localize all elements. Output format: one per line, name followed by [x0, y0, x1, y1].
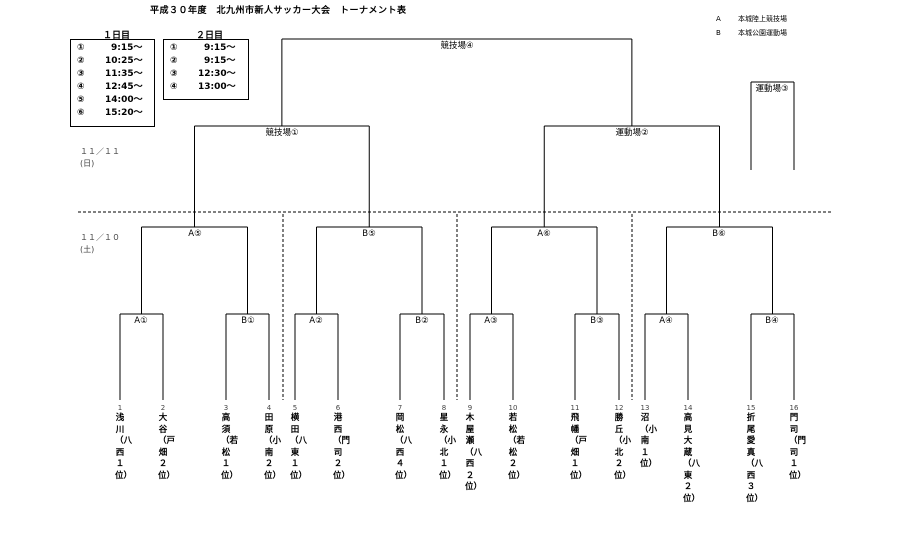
team-seed: 9	[467, 404, 473, 412]
team-name: 高須（若松１位）	[221, 413, 239, 481]
team-seed: 4	[266, 404, 272, 412]
slot-time: 9:15～	[204, 43, 236, 53]
weekday-text: (土)	[80, 245, 95, 254]
schedule-row: ① 9:15～	[170, 42, 248, 55]
schedule-row: ③ 12:30～	[170, 68, 248, 81]
slot-number: ③	[77, 69, 85, 79]
team-name: 勝丘（小北２位）	[614, 413, 632, 481]
team-name: 折尾愛真（八西３位）	[746, 413, 764, 504]
team-name: 横田（八東１位）	[290, 413, 308, 481]
slot-number: ⑤	[77, 95, 85, 105]
date-day2: １１／１１ (日)	[80, 146, 120, 170]
venue-r1-6: B③	[588, 316, 606, 327]
team-seed: 2	[160, 404, 166, 412]
slot-number: ④	[170, 82, 178, 92]
venue-final: 競技場④	[438, 41, 476, 52]
slot-number: ③	[170, 69, 178, 79]
slot-time: 9:15～	[111, 43, 143, 53]
team-seed: 7	[397, 404, 403, 412]
legend-item-a: A 本城陸上競技場	[716, 14, 787, 24]
team-seed: 10	[508, 404, 518, 412]
team-name: 星永（小北１位）	[439, 413, 457, 481]
team-name: 沼（小南１位）	[640, 413, 658, 469]
venue-r1-2: B①	[239, 316, 257, 327]
slot-time: 9:15～	[204, 56, 236, 66]
team-seed: 13	[640, 404, 650, 412]
slot-time: 13:00～	[198, 82, 236, 92]
team-name: 門司（門司１位）	[789, 413, 807, 481]
schedule-row: ⑥ 15:20～	[77, 107, 154, 120]
venue-third-place: 運動場③	[753, 84, 791, 95]
venue-semi-right: 運動場②	[613, 128, 651, 139]
day1-schedule-box: ① 9:15～ ② 10:25～ ③ 11:35～ ④ 12:45～ ⑤ 14:00～ ⑥…	[70, 39, 155, 127]
slot-time: 12:45～	[105, 82, 143, 92]
team-name: 飛幡（戸畑１位）	[570, 413, 588, 481]
team-seed: 5	[292, 404, 298, 412]
schedule-row: ② 10:25～	[77, 55, 154, 68]
team-name: 大谷（戸畑２位）	[158, 413, 176, 481]
slot-number: ④	[77, 82, 85, 92]
team-name: 浅川（八西１位）	[115, 413, 133, 481]
legend-code: B	[716, 29, 721, 37]
team-name: 木屋瀬（八西２位）	[465, 413, 483, 492]
team-seed: 6	[335, 404, 341, 412]
team-seed: 12	[614, 404, 624, 412]
venue-qf-1: A⑤	[186, 229, 204, 240]
slot-number: ②	[77, 56, 85, 66]
team-name: 高見大蔵（八東２位）	[683, 413, 701, 504]
schedule-row: ④ 12:45～	[77, 81, 154, 94]
team-name: 港西（門司２位）	[333, 413, 351, 481]
team-seed: 16	[789, 404, 799, 412]
legend-name: 本城公園運動場	[738, 29, 787, 37]
venue-r1-1: A①	[132, 316, 150, 327]
team-seed: 1	[117, 404, 123, 412]
schedule-row: ④ 13:00～	[170, 81, 248, 94]
legend-name: 本城陸上競技場	[738, 15, 787, 23]
venue-r1-4: B②	[413, 316, 431, 327]
day2-heading: ２日目	[196, 31, 224, 41]
date-text: １１／１１	[80, 147, 120, 156]
legend-code: A	[716, 15, 721, 23]
team-seed: 3	[223, 404, 229, 412]
team-seed: 11	[570, 404, 580, 412]
schedule-row: ⑤ 14:00～	[77, 94, 154, 107]
venue-qf-3: A⑥	[535, 229, 553, 240]
page-title: 平成３０年度 北九州市新人サッカー大会 トーナメント表	[150, 6, 407, 16]
team-name: 田原（小南２位）	[264, 413, 282, 481]
slot-time: 11:35～	[105, 69, 143, 79]
schedule-row: ② 9:15～	[170, 55, 248, 68]
venue-r1-5: A③	[482, 316, 500, 327]
slot-number: ②	[170, 56, 178, 66]
venue-semi-left: 競技場①	[263, 128, 301, 139]
slot-number: ①	[170, 43, 178, 53]
venue-qf-2: B⑤	[360, 229, 378, 240]
day1-heading: １日目	[103, 31, 131, 41]
date-text: １１／１０	[80, 233, 120, 242]
schedule-row: ③ 11:35～	[77, 68, 154, 81]
slot-time: 12:30～	[198, 69, 236, 79]
venue-r1-7: A④	[657, 316, 675, 327]
team-seed: 8	[441, 404, 447, 412]
slot-number: ①	[77, 43, 85, 53]
venue-r1-8: B④	[763, 316, 781, 327]
slot-time: 10:25～	[105, 56, 143, 66]
team-name: 岡松（八西４位）	[395, 413, 413, 481]
day2-schedule-box: ① 9:15～ ② 9:15～ ③ 12:30～ ④ 13:00～	[163, 39, 249, 100]
slot-time: 15:20～	[105, 108, 143, 118]
slot-time: 14:00～	[105, 95, 143, 105]
venue-qf-4: B⑥	[710, 229, 728, 240]
schedule-row: ① 9:15～	[77, 42, 154, 55]
slot-number: ⑥	[77, 108, 85, 118]
team-name: 若松（若松２位）	[508, 413, 526, 481]
team-seed: 14	[683, 404, 693, 412]
venue-r1-3: A②	[307, 316, 325, 327]
team-seed: 15	[746, 404, 756, 412]
weekday-text: (日)	[80, 159, 95, 168]
date-day1: １１／１０ (土)	[80, 232, 120, 256]
legend-item-b: B 本城公園運動場	[716, 28, 787, 38]
